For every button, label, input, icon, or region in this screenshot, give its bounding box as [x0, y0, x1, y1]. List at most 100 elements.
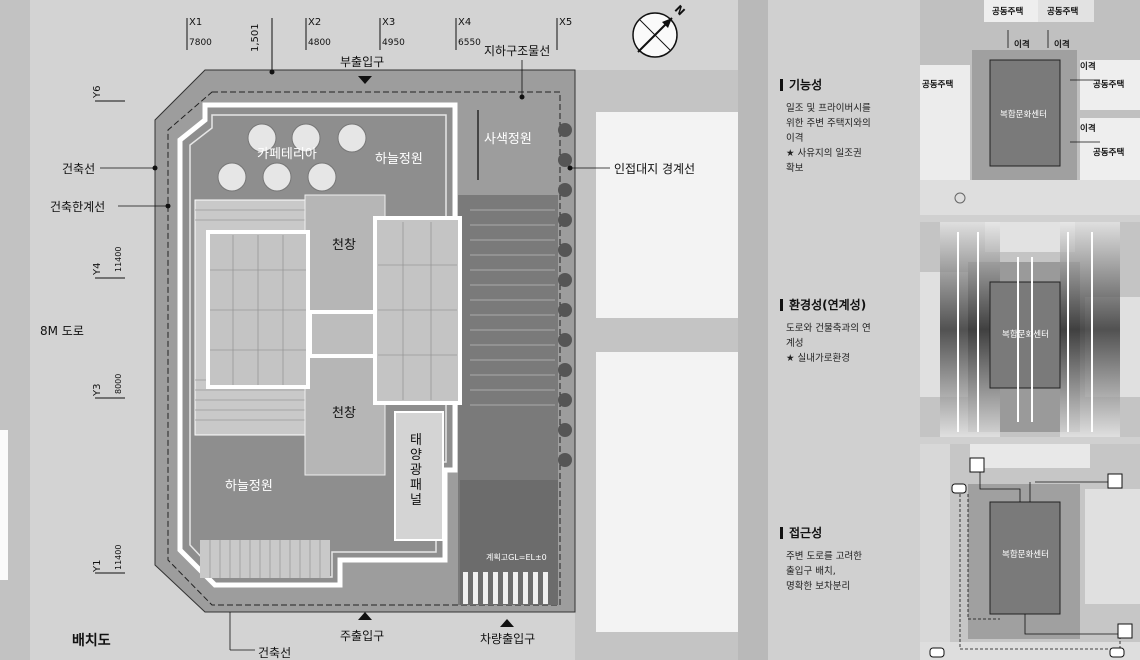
gap-label-2: 이격 — [1054, 40, 1070, 50]
x3-dim: 4950 — [382, 38, 405, 48]
road-label: 8M 도로 — [40, 324, 84, 338]
road — [920, 642, 1140, 660]
building-line-label: 건축선 — [62, 162, 96, 176]
adjacent-building-bottom — [596, 352, 738, 632]
pedestrian-paths — [979, 472, 1125, 635]
gap-arrows — [1007, 30, 1100, 143]
concept-accessibility: 접근성 주변 도로를 고려한 출입구 배치, 명확한 보차분리 — [780, 524, 910, 594]
tree-row — [558, 123, 572, 467]
concept-line: 위한 주변 주택지와의 — [786, 118, 871, 129]
vehicle-entrance-label: 차량출입구 — [480, 632, 536, 646]
concept-panel: 기능성 일조 및 프라이버시를 위한 주변 주택지와의 이격 ★ 사유지의 일조… — [768, 0, 1140, 660]
x5-label: X5 — [559, 17, 573, 28]
title-bar — [780, 78, 783, 91]
glass-box-right-grid — [378, 222, 457, 400]
gap-label-3: 이격 — [1080, 62, 1096, 72]
culture-center-label: 복합문화센터 — [1002, 550, 1049, 560]
leader-dot — [165, 203, 171, 209]
gap-label-4: 이격 — [1080, 124, 1096, 134]
y-axis-ticks — [95, 100, 125, 574]
ground-level-label: 계획고GL=EL±0 — [486, 553, 547, 562]
leader-dot — [519, 94, 525, 100]
site-plan-drawing — [0, 0, 738, 660]
concept-line: 계성 — [786, 338, 804, 349]
concept-line: 명확한 보차분리 — [786, 581, 851, 592]
y3-label: Y3 — [92, 383, 103, 396]
sky-garden-bottom-label: 하늘정원 — [225, 479, 273, 494]
solar-panel — [394, 411, 444, 541]
glass-box-left-grid — [210, 235, 306, 385]
apartment-block — [984, 0, 1044, 22]
apartment-top-1: 공동주택 — [992, 7, 1024, 17]
solar-panel-label: 태양광패널 — [410, 433, 422, 508]
x1-dim: 7800 — [189, 38, 212, 48]
concept-line: ★ 실내가로환경 — [786, 353, 850, 364]
apartment-block — [1080, 118, 1140, 180]
concept-line: 이격 — [786, 133, 804, 144]
car-icons — [929, 483, 1125, 658]
x4-label: X4 — [458, 17, 472, 28]
diagram-accessibility-svg — [920, 444, 1140, 660]
leader-dot — [567, 165, 573, 171]
title-bar — [780, 526, 783, 539]
diagram-accessibility: 복합문화센터 — [920, 444, 1140, 660]
apartment-right-1: 공동주택 — [1093, 80, 1125, 90]
y3-dim: 8000 — [114, 373, 123, 394]
concept-title: 기능성 — [780, 76, 910, 93]
adjacent-boundary-label: 인접대지 경계선 — [614, 162, 696, 176]
pedestrian-icons — [969, 457, 1133, 639]
building-line-bottom-label: 건축선 — [258, 646, 292, 660]
concept-title-text: 환경성(연계성) — [789, 298, 867, 312]
panel-divider — [738, 0, 768, 660]
y6-label: Y6 — [92, 85, 103, 98]
ramp-lines — [470, 209, 555, 406]
concept-title: 접근성 — [780, 524, 910, 541]
apartment-left: 공동주택 — [922, 80, 954, 90]
y4-label: Y4 — [92, 262, 103, 275]
concept-line: 도로와 건물축과의 연 — [786, 323, 871, 334]
sky-garden-top-label: 하늘정원 — [375, 152, 423, 167]
underground-structure-label: 지하구조물선 — [484, 44, 551, 58]
adjacent-building-top — [596, 112, 738, 318]
main-entrance-marker — [358, 612, 372, 620]
y1-label: Y1 — [92, 559, 103, 572]
compass-icon — [954, 192, 966, 204]
gap-label-1: 이격 — [1014, 40, 1030, 50]
x2-label: X2 — [308, 17, 322, 28]
leader-lines — [100, 60, 610, 651]
apartment-block — [1080, 60, 1140, 110]
glass-box-right — [373, 216, 462, 405]
crosswalk — [463, 572, 548, 604]
concept-line: 확보 — [786, 163, 804, 174]
building-line-dashed — [167, 91, 561, 606]
road-marking — [0, 430, 8, 580]
cafeteria-umbrellas — [217, 123, 367, 192]
concept-title-text: 기능성 — [789, 78, 823, 92]
site-plan-title: 배치도 — [72, 633, 111, 649]
x4-dim: 6550 — [458, 38, 481, 48]
apartment-block — [970, 444, 1090, 468]
concept-line: 일조 및 프라이버시를 — [786, 103, 871, 114]
x1-label: X1 — [189, 17, 203, 28]
x-axis-ticks — [186, 18, 558, 72]
x3-label: X3 — [382, 17, 396, 28]
y1-dim: 11400 — [114, 544, 123, 570]
north-arrow — [632, 12, 678, 58]
apartment-block — [1038, 0, 1094, 22]
culture-center-label: 복합문화센터 — [1000, 110, 1047, 120]
concept-line: ★ 사유지의 일조권 — [786, 148, 862, 159]
road — [920, 444, 950, 660]
concept-title-text: 접근성 — [789, 526, 823, 540]
culture-center-label: 복합문화센터 — [1002, 330, 1049, 340]
concept-functionality: 기능성 일조 및 프라이버시를 위한 주변 주택지와의 이격 ★ 사유지의 일조… — [780, 76, 910, 176]
apartment-block — [920, 65, 970, 180]
apartment-top-2: 공동주택 — [1047, 7, 1079, 17]
apartment-right-2: 공동주택 — [1093, 148, 1125, 158]
road — [920, 180, 1140, 215]
axis-lines — [957, 232, 1093, 432]
building-limit-line-label: 건축한계선 — [50, 200, 106, 214]
diagram-functionality-svg — [920, 0, 1140, 215]
louver-bottom — [200, 540, 330, 578]
cafeteria-label: 카페테리아 — [257, 147, 317, 162]
skylight-top-label: 천창 — [332, 238, 356, 253]
